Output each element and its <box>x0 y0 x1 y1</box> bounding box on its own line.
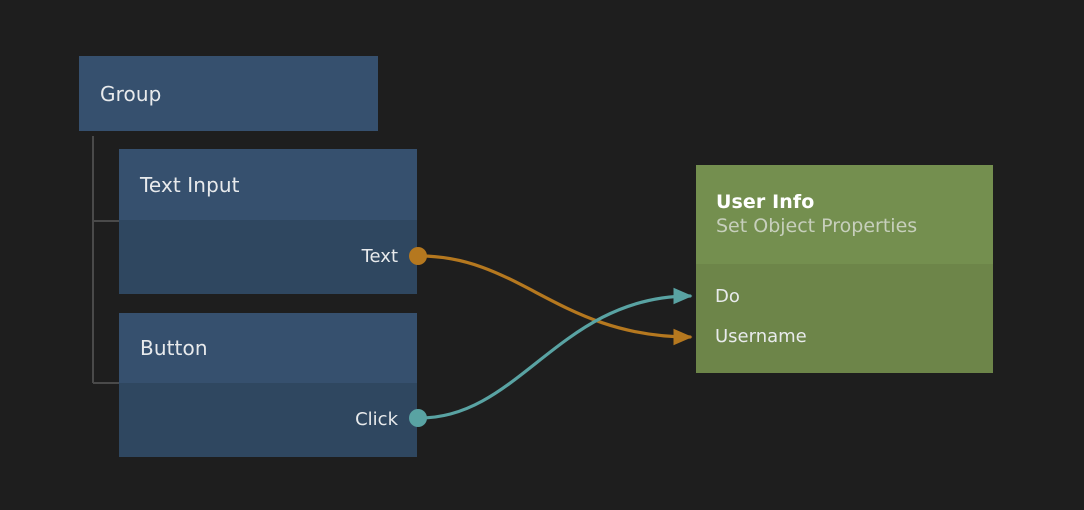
port-in-do[interactable]: Do <box>715 286 740 307</box>
node-text-input-body[interactable]: Text <box>119 220 417 294</box>
node-text-input[interactable]: Text Input <box>119 149 417 220</box>
node-button[interactable]: Button <box>119 313 417 383</box>
node-text-input-title: Text Input <box>140 172 240 197</box>
port-in-username[interactable]: Username <box>715 326 807 347</box>
node-button-header[interactable]: Button <box>119 313 417 383</box>
node-button-body[interactable]: Click <box>119 383 417 457</box>
node-group-header[interactable]: Group <box>79 56 378 131</box>
wire-click-to-do <box>418 287 693 420</box>
port-out-click[interactable]: Click <box>355 409 398 430</box>
node-user-info-title: User Info <box>716 190 815 213</box>
node-button-title: Button <box>140 336 208 360</box>
wire-text-to-username <box>418 254 693 346</box>
node-user-info-subtitle: Set Object Properties <box>716 214 918 237</box>
node-group[interactable]: Group <box>79 56 378 131</box>
node-group-title: Group <box>100 81 162 106</box>
node-user-info-header[interactable]: User Info Set Object Properties <box>696 165 993 264</box>
node-user-info-body[interactable]: Do Username <box>696 264 993 373</box>
group-bracket <box>92 136 119 384</box>
node-user-info[interactable]: User Info Set Object Properties <box>696 165 993 264</box>
port-out-text[interactable]: Text <box>361 246 398 267</box>
node-text-input-header[interactable]: Text Input <box>119 149 417 220</box>
